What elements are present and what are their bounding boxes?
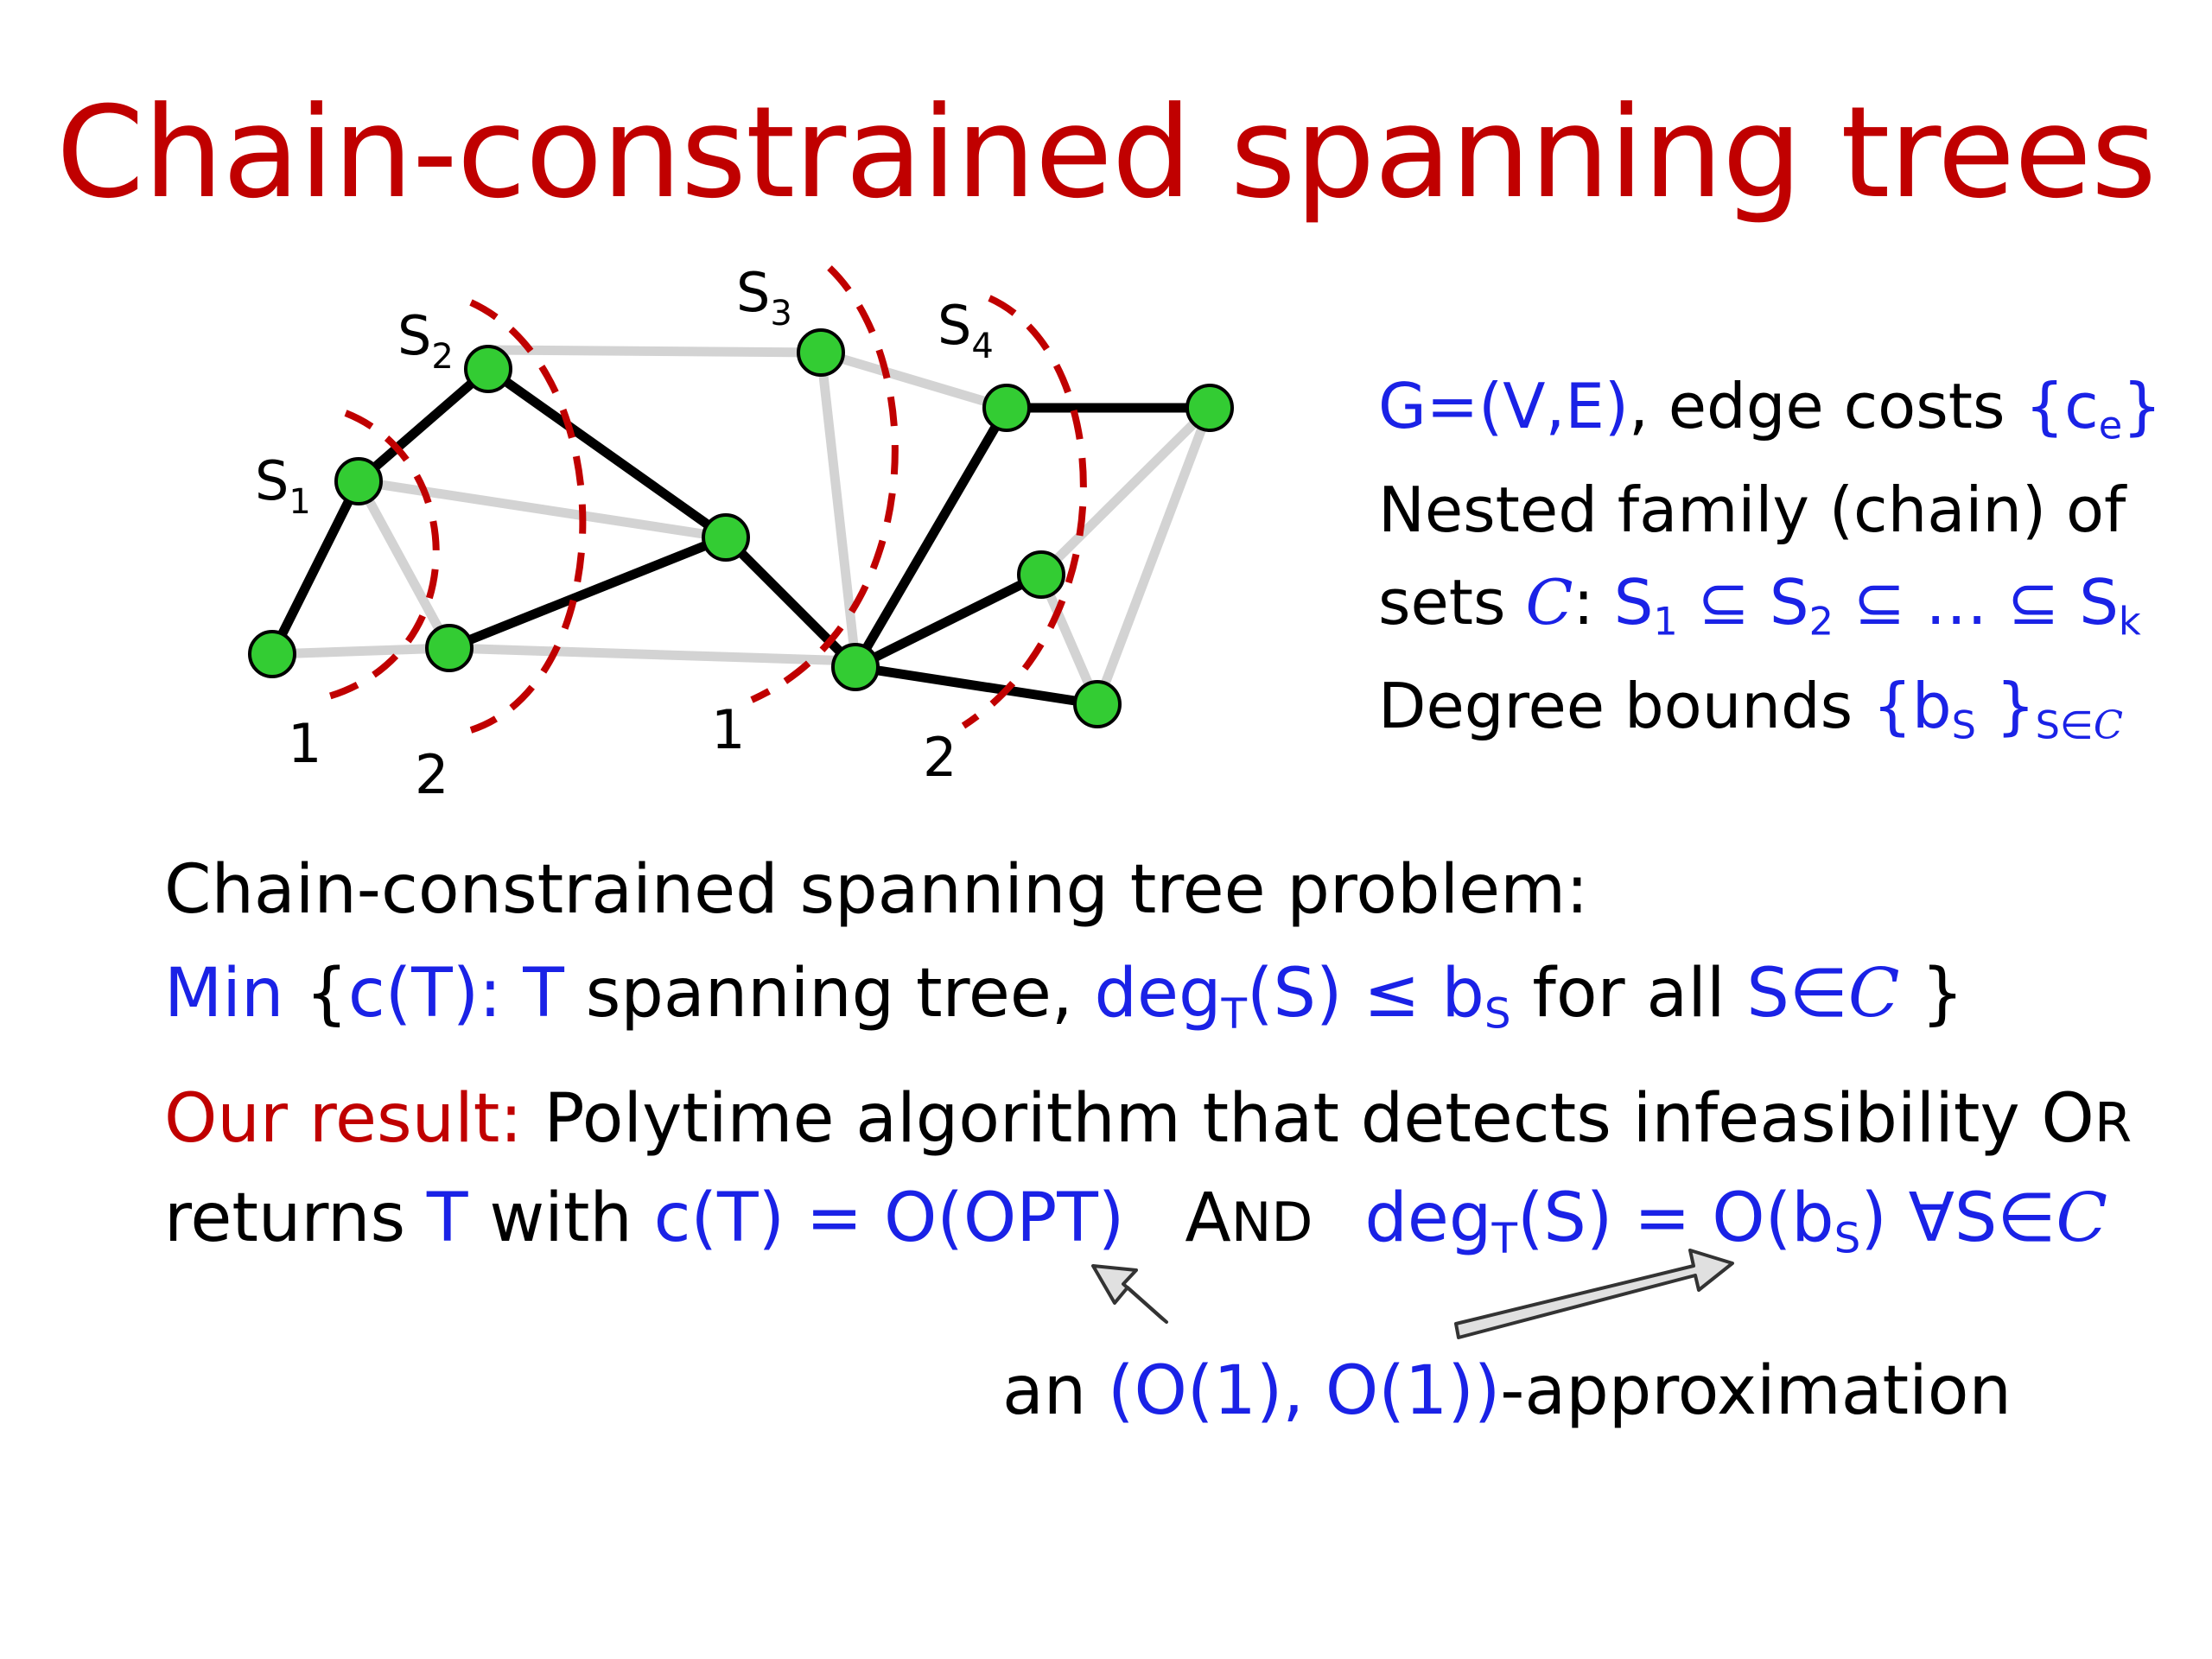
cost-guarantee: c(T) = O(OPT) <box>653 1179 1125 1257</box>
graph-node <box>982 384 1031 432</box>
edge-cost-set: {ce} <box>2024 370 2163 448</box>
set-label-s3: S3 <box>736 261 792 334</box>
graph-node <box>1073 680 1122 728</box>
graph-edge <box>816 347 861 666</box>
degree-bounds-line: Degree bounds {bS }S∈C <box>1378 670 2123 748</box>
graph-node <box>464 345 512 393</box>
graph-edge <box>353 476 454 653</box>
arrows <box>1091 1249 1734 1339</box>
bound-label: 2 <box>923 726 957 789</box>
chain-definition-line: Nested family (chain) of <box>1378 474 2126 546</box>
graph-node <box>831 643 880 691</box>
tree-edge <box>850 403 1012 672</box>
arrow-to-cost <box>1091 1264 1168 1324</box>
graph-edge <box>816 347 1012 413</box>
graph-node <box>1017 550 1065 599</box>
graph-edge <box>1036 403 1215 580</box>
graph-notation: G=(V,E) <box>1378 370 1629 442</box>
problem-heading: Chain-constrained spanning tree problem: <box>164 851 1589 929</box>
bound-label: 1 <box>711 698 745 761</box>
graph-edge <box>353 476 731 543</box>
approximation-note: an (O(1), O(1))-approximation <box>1002 1352 2012 1430</box>
edge-costs-text: , edge costs <box>1628 370 2025 442</box>
graph-node <box>702 513 750 562</box>
graph-node <box>425 624 474 672</box>
tree-edge <box>850 569 1046 672</box>
result-line-1: Our result: Polytime algorithm that dete… <box>164 1080 2133 1158</box>
graph-nodes <box>248 328 1234 728</box>
chain-expression: S1 ⊆ S2 ⊆ … ⊆ Sk <box>1613 566 2141 645</box>
tree-edges <box>267 364 1215 709</box>
problem-formula: Min {c(T): T spanning tree, degT(S) ≤ bS… <box>164 955 1964 1039</box>
graph-edge <box>1092 403 1215 709</box>
bound-label: 2 <box>415 743 448 806</box>
degree-bounds-set: {bS }S∈C <box>1872 670 2123 748</box>
page-title: Chain-constrained spanning trees <box>56 79 2157 226</box>
tree-edge <box>444 532 731 653</box>
chain-symbol: C <box>1525 566 1573 639</box>
set-label-s1: S1 <box>255 449 311 522</box>
chain-sets-line: sets C: S1 ⊆ S2 ⊆ … ⊆ Sk <box>1378 566 2141 645</box>
degree-guarantee: degT(S) = O(bS) ∀S∈C <box>1364 1179 2108 1263</box>
graph-edge <box>444 643 861 666</box>
tree-edge <box>267 476 364 659</box>
set-boundary-s4 <box>961 295 1087 729</box>
graph-edge <box>267 643 454 659</box>
set-boundary-s3 <box>750 265 899 703</box>
graph-definition-line: G=(V,E), edge costs {ce} <box>1378 370 2163 448</box>
graph-edge <box>483 345 826 358</box>
bound-label: 1 <box>288 712 321 775</box>
graph-node <box>248 630 296 678</box>
arrow-to-degree <box>1454 1249 1734 1339</box>
graph-node <box>334 457 383 505</box>
tree-edge <box>353 364 493 486</box>
tree-edge <box>850 662 1103 709</box>
set-label-s2: S2 <box>397 304 454 377</box>
graph-node <box>1185 384 1234 432</box>
set-label-s4: S4 <box>938 294 994 366</box>
graph-node <box>797 328 845 377</box>
set-boundary-s2 <box>469 299 587 734</box>
set-boundary-s1 <box>315 410 440 703</box>
set-boundaries <box>315 265 1087 734</box>
tree-edge <box>483 364 731 543</box>
tree-edge <box>721 532 861 672</box>
approximation-pair: (O(1), O(1)) <box>1108 1352 1501 1430</box>
result-label: Our result: <box>164 1080 523 1158</box>
